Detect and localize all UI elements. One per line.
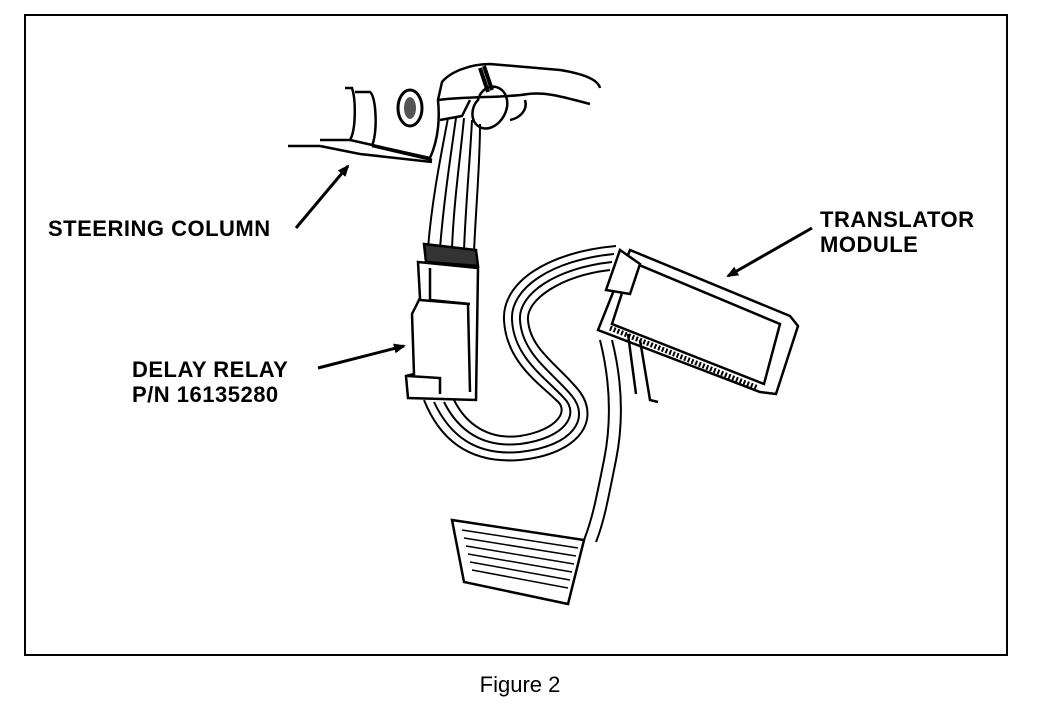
steering-column-drawing xyxy=(288,62,602,164)
upper-harness xyxy=(427,117,481,253)
arrow-steering-column xyxy=(294,164,350,229)
translator-module-label-line2: MODULE xyxy=(820,232,919,257)
delay-relay-label-line2: P/N 16135280 xyxy=(132,382,279,407)
delay-relay-label-line1: DELAY RELAY xyxy=(132,357,289,382)
translator-module-label-line1: TRANSLATOR xyxy=(820,207,975,232)
figure-frame xyxy=(24,14,1008,656)
arrow-translator-module xyxy=(726,226,813,278)
steering-column-label: STEERING COLUMN xyxy=(48,216,271,241)
pedal-connector-drawing xyxy=(450,518,586,606)
arrow-delay-relay xyxy=(317,343,406,370)
delay-relay-drawing xyxy=(404,242,480,402)
translator-module-drawing xyxy=(596,248,800,404)
callout-arrows xyxy=(294,164,813,370)
lower-harness xyxy=(423,245,622,543)
figure-caption: Figure 2 xyxy=(479,672,561,697)
